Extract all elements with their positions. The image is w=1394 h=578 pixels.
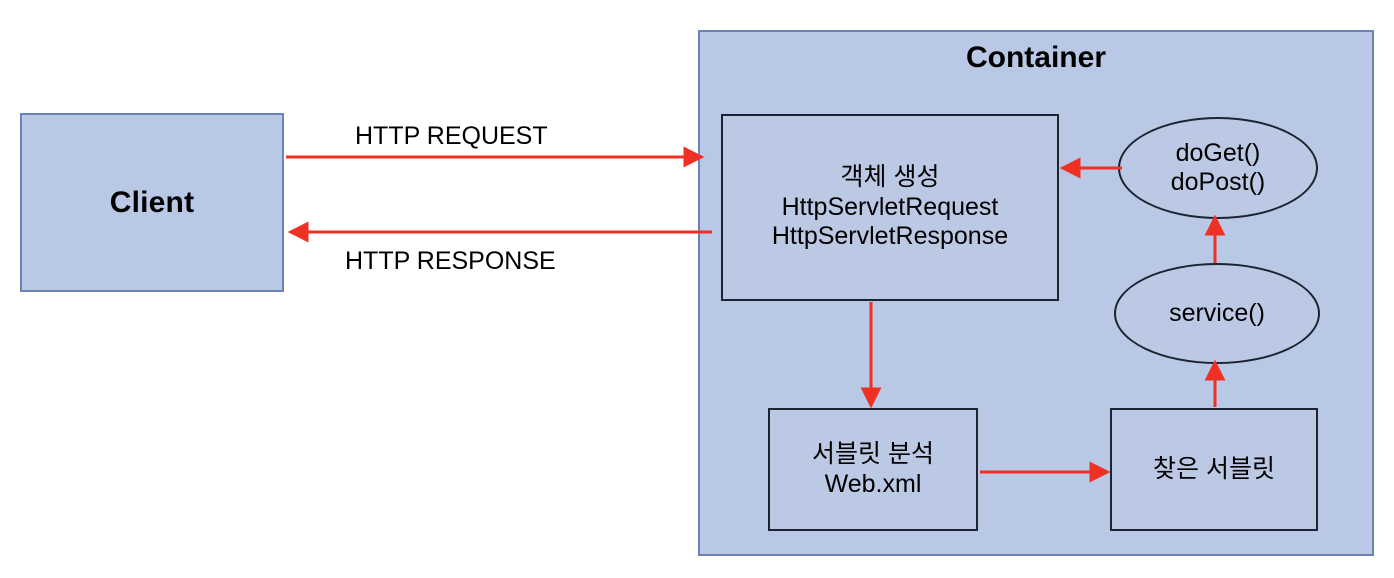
edge-label-http-response: HTTP RESPONSE xyxy=(345,247,556,275)
container-title: Container xyxy=(965,41,1106,74)
servlet-analysis-box: 서블릿 분석 Web.xml xyxy=(768,408,978,531)
edge-label-http-request: HTTP REQUEST xyxy=(355,122,548,150)
create-objects-box: 객체 생성 HttpServletRequest HttpServletResp… xyxy=(721,114,1059,301)
client-box: Client xyxy=(20,113,284,292)
do-get-do-post-ellipse: doGet() doPost() xyxy=(1118,117,1318,219)
service-ellipse: service() xyxy=(1114,263,1320,364)
found-servlet-box: 찾은 서블릿 xyxy=(1110,408,1318,531)
